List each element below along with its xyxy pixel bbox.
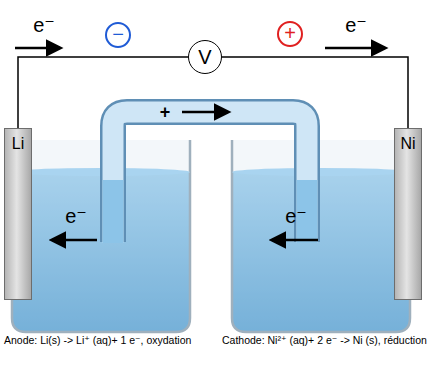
right-beaker <box>232 140 410 332</box>
electron-label: e⁻ <box>26 13 62 37</box>
electron-arrow <box>325 47 385 50</box>
cation-sign: + <box>154 100 176 124</box>
voltmeter: V <box>188 40 222 74</box>
wire <box>18 57 188 128</box>
plus-sign-circle <box>278 22 302 46</box>
electron-label: e⁻ <box>58 204 94 228</box>
anode-caption: Anode: Li(s) -> Li⁺ (aq)+ 1 e⁻, oxydatio… <box>4 334 209 347</box>
node-label: Ni <box>395 135 421 153</box>
wire <box>222 57 408 128</box>
electron-label: e⁻ <box>338 13 374 37</box>
nickel-electrode: Ni <box>394 128 422 300</box>
electron-arrow <box>15 47 60 50</box>
node-label: Li <box>5 135 31 153</box>
electron-arrow <box>272 239 318 242</box>
lithium-electrode: Li <box>4 128 32 300</box>
electron-label: e⁻ <box>278 204 314 228</box>
node-label: V <box>198 46 211 68</box>
electron-arrow <box>52 239 97 242</box>
negative-sign: − <box>106 22 130 46</box>
positive-sign: + <box>278 21 302 45</box>
cathode-caption: Cathode: Ni²⁺ (aq)+ 2 e⁻ -> Ni (s), rédu… <box>222 334 430 347</box>
ion-flow-arrow <box>182 111 228 114</box>
salt-bridge <box>113 112 307 243</box>
minus-sign-circle <box>106 23 130 47</box>
